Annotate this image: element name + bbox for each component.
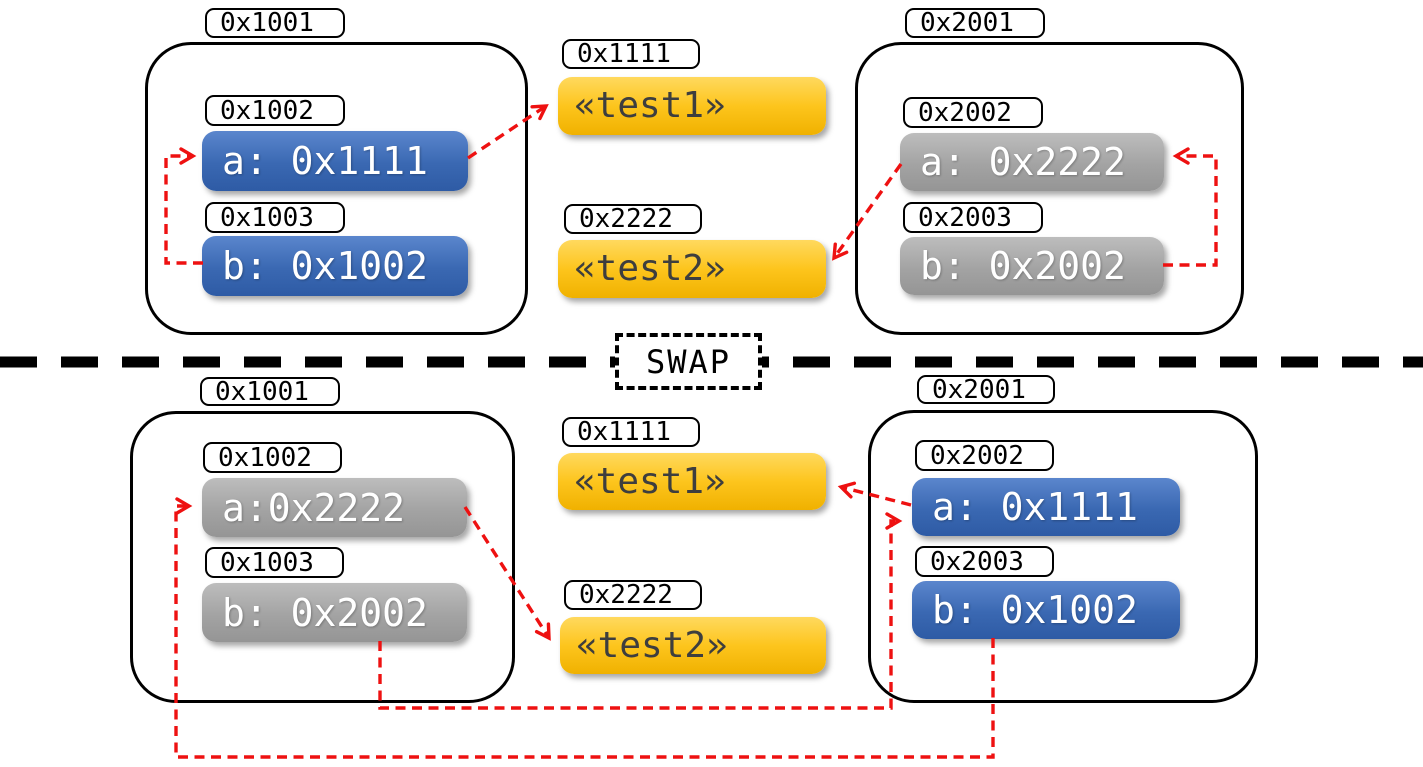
variable-address-label: 0x2002 — [903, 97, 1043, 128]
frame-address-label: 0x1001 — [205, 8, 345, 38]
variable-address-label: 0x2003 — [903, 202, 1043, 233]
variable-address-label: 0x1003 — [205, 202, 345, 233]
frame-address-label: 0x1001 — [200, 377, 340, 406]
string-address-label: 0x2222 — [564, 580, 702, 610]
string-object-test2: «test2» — [560, 617, 826, 674]
variable-address-label: 0x1002 — [205, 95, 345, 126]
string-object-test1: «test1» — [558, 77, 826, 135]
variable-box-a: a:0x2222 — [202, 478, 467, 537]
variable-address-label: 0x2002 — [915, 440, 1054, 471]
frame-address-label: 0x2001 — [917, 375, 1055, 404]
variable-box-a: a: 0x2222 — [900, 133, 1164, 191]
string-address-label: 0x1111 — [562, 417, 700, 447]
variable-address-label: 0x1003 — [205, 547, 344, 578]
swap-label: SWAP — [645, 342, 732, 381]
swap-label-box: SWAP — [615, 333, 762, 390]
variable-box-b: b: 0x2002 — [202, 583, 467, 642]
string-address-label: 0x2222 — [564, 204, 702, 234]
frame-address-label: 0x2001 — [905, 8, 1045, 38]
string-object-test1: «test1» — [558, 453, 826, 510]
variable-box-b: b: 0x1002 — [202, 236, 468, 296]
variable-box-a: a: 0x1111 — [912, 478, 1180, 536]
variable-box-b: b: 0x1002 — [912, 581, 1180, 639]
variable-box-b: b: 0x2002 — [900, 237, 1164, 295]
variable-box-a: a: 0x1111 — [202, 131, 468, 191]
string-address-label: 0x1111 — [562, 39, 700, 69]
variable-address-label: 0x2003 — [915, 546, 1054, 577]
variable-address-label: 0x1002 — [203, 442, 342, 473]
string-object-test2: «test2» — [558, 240, 826, 298]
